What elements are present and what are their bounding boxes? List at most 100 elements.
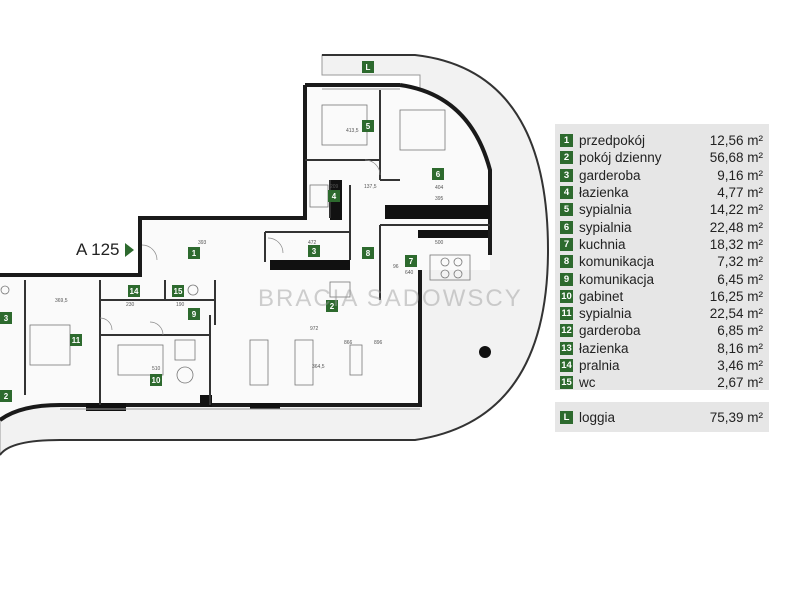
plan-badge-10: 10 bbox=[150, 374, 162, 386]
legend-room-area: 6,45 m² bbox=[717, 271, 763, 287]
legend-room-area: 56,68 m² bbox=[709, 150, 763, 166]
legend-room-name: sypialnia bbox=[579, 219, 632, 235]
dimension-label: 972 bbox=[310, 326, 319, 332]
unit-label: A 125 bbox=[76, 240, 134, 260]
plan-badge-6: 6 bbox=[432, 168, 444, 180]
legend-room-name: sypialnia bbox=[579, 306, 632, 322]
plan-badge-15: 15 bbox=[172, 285, 184, 297]
dimension-label: 640 bbox=[405, 270, 414, 276]
legend-room-name: garderoba bbox=[579, 167, 641, 183]
dimension-label: 364,5 bbox=[312, 364, 325, 370]
legend-number: 5 bbox=[560, 203, 573, 217]
legend-room-area: 4,77 m² bbox=[717, 185, 763, 201]
dimension-label: 393 bbox=[198, 240, 207, 246]
exterior-walls bbox=[0, 83, 492, 422]
unit-label-text: A 125 bbox=[76, 240, 120, 259]
legend-room-name: loggia bbox=[579, 409, 616, 425]
legend-row: 6 sypialnia 22,48 m² bbox=[560, 218, 763, 235]
legend-room-area: 7,32 m² bbox=[717, 254, 763, 270]
plan-badge-1: 1 bbox=[188, 247, 200, 259]
legend-room-area: 22,54 m² bbox=[709, 306, 763, 322]
legend-number: 9 bbox=[560, 272, 573, 286]
plan-badge-9: 9 bbox=[188, 308, 200, 320]
legend-room-name: gabinet bbox=[579, 288, 624, 304]
legend-number: 15 bbox=[560, 376, 573, 390]
legend-room-area: 14,22 m² bbox=[709, 202, 763, 218]
legend-room-name: garderoba bbox=[579, 323, 641, 339]
legend-room-name: pokój dzienny bbox=[579, 150, 662, 166]
legend-row: 14 pralnia 3,46 m² bbox=[560, 357, 763, 374]
loggia-railing bbox=[0, 54, 550, 456]
plan-badge-8: 8 bbox=[362, 247, 374, 259]
legend-row: 10 gabinet 16,25 m² bbox=[560, 288, 763, 305]
watermark: BRACIA SADOWSCY bbox=[258, 285, 523, 312]
plan-badge-2: 2 bbox=[326, 300, 338, 312]
dimension-label: 190 bbox=[176, 302, 185, 308]
legend-row: 1 przedpokój 12,56 m² bbox=[560, 132, 763, 149]
legend-row: 4 łazienka 4,77 m² bbox=[560, 184, 763, 201]
legend-row: 9 komunikacja 6,45 m² bbox=[560, 270, 763, 287]
legend-number: 12 bbox=[560, 324, 573, 338]
legend-room-name: przedpokój bbox=[579, 133, 646, 149]
plan-badge-13: 3 bbox=[0, 312, 12, 324]
legend-number: 10 bbox=[560, 289, 573, 303]
legend-number: 6 bbox=[560, 220, 573, 234]
plan-badge-7: 7 bbox=[405, 255, 417, 267]
dimension-label: 866 bbox=[344, 340, 353, 346]
legend-room-area: 12,56 m² bbox=[709, 133, 763, 149]
legend-room-name: łazienka bbox=[579, 185, 629, 201]
arrow-right-icon bbox=[124, 243, 134, 257]
legend-number: 11 bbox=[560, 307, 573, 321]
legend-room-name: pralnia bbox=[579, 358, 620, 373]
plan-badge-5: 5 bbox=[362, 120, 374, 132]
legend-room-area: 3,46 m² bbox=[717, 358, 763, 373]
legend-room-area: 75,39 m² bbox=[709, 409, 763, 425]
dimension-label: 137,5 bbox=[364, 184, 377, 190]
plan-badge-loggia: L bbox=[362, 61, 374, 73]
dimension-label: 230 bbox=[126, 302, 135, 308]
legend-number: 14 bbox=[560, 359, 573, 372]
interior-walls bbox=[24, 90, 490, 405]
legend-room-name: sypialnia bbox=[579, 202, 632, 218]
legend-number: 2 bbox=[560, 151, 573, 165]
dimension-label: 395 bbox=[435, 196, 444, 202]
legend-room-name: łazienka bbox=[579, 340, 629, 356]
column bbox=[479, 346, 491, 358]
legend-number: 8 bbox=[560, 255, 573, 269]
legend-room-area: 8,16 m² bbox=[717, 340, 763, 356]
dimension-label: 510 bbox=[152, 366, 161, 372]
apartment-floor bbox=[0, 85, 490, 420]
dimension-label: 96 bbox=[393, 264, 399, 270]
dimension-label: 500 bbox=[435, 240, 444, 246]
legend-row: 15 wc 2,67 m² bbox=[560, 374, 763, 391]
loggia-legend: L loggia 75,39 m² bbox=[555, 402, 769, 432]
plan-badge-4: 4 bbox=[328, 190, 340, 202]
legend-room-area: 16,25 m² bbox=[709, 288, 763, 304]
plan-badge-11: 11 bbox=[70, 334, 82, 346]
legend-room-name: kuchnia bbox=[579, 236, 626, 252]
dimension-label: 404 bbox=[435, 185, 444, 191]
dimension-label: 369,5 bbox=[55, 298, 68, 304]
legend-number: 4 bbox=[560, 186, 573, 200]
legend-room-name: komunikacja bbox=[579, 271, 655, 287]
legend-room-area: 22,48 m² bbox=[709, 219, 763, 235]
plan-badge-12: 2 bbox=[0, 390, 12, 402]
dimension-label: 472 bbox=[308, 240, 317, 246]
room-legend: 1 przedpokój 12,56 m² 2 pokój dzienny 56,68 … bbox=[555, 124, 769, 390]
dimension-label: 896 bbox=[374, 340, 383, 346]
legend-number: L bbox=[560, 410, 573, 424]
legend-number: 1 bbox=[560, 134, 573, 148]
legend-number: 13 bbox=[560, 341, 573, 355]
legend-row: 11 sypialnia 22,54 m² bbox=[560, 305, 763, 322]
legend-room-name: wc bbox=[579, 375, 596, 391]
legend-room-area: 2,67 m² bbox=[717, 375, 763, 391]
plan-badge-3: 3 bbox=[308, 245, 320, 257]
legend-row: 13 łazienka 8,16 m² bbox=[560, 340, 763, 357]
legend-room-area: 18,32 m² bbox=[709, 236, 763, 252]
dimension-label: 209 bbox=[330, 184, 339, 190]
door-swings bbox=[99, 159, 381, 336]
